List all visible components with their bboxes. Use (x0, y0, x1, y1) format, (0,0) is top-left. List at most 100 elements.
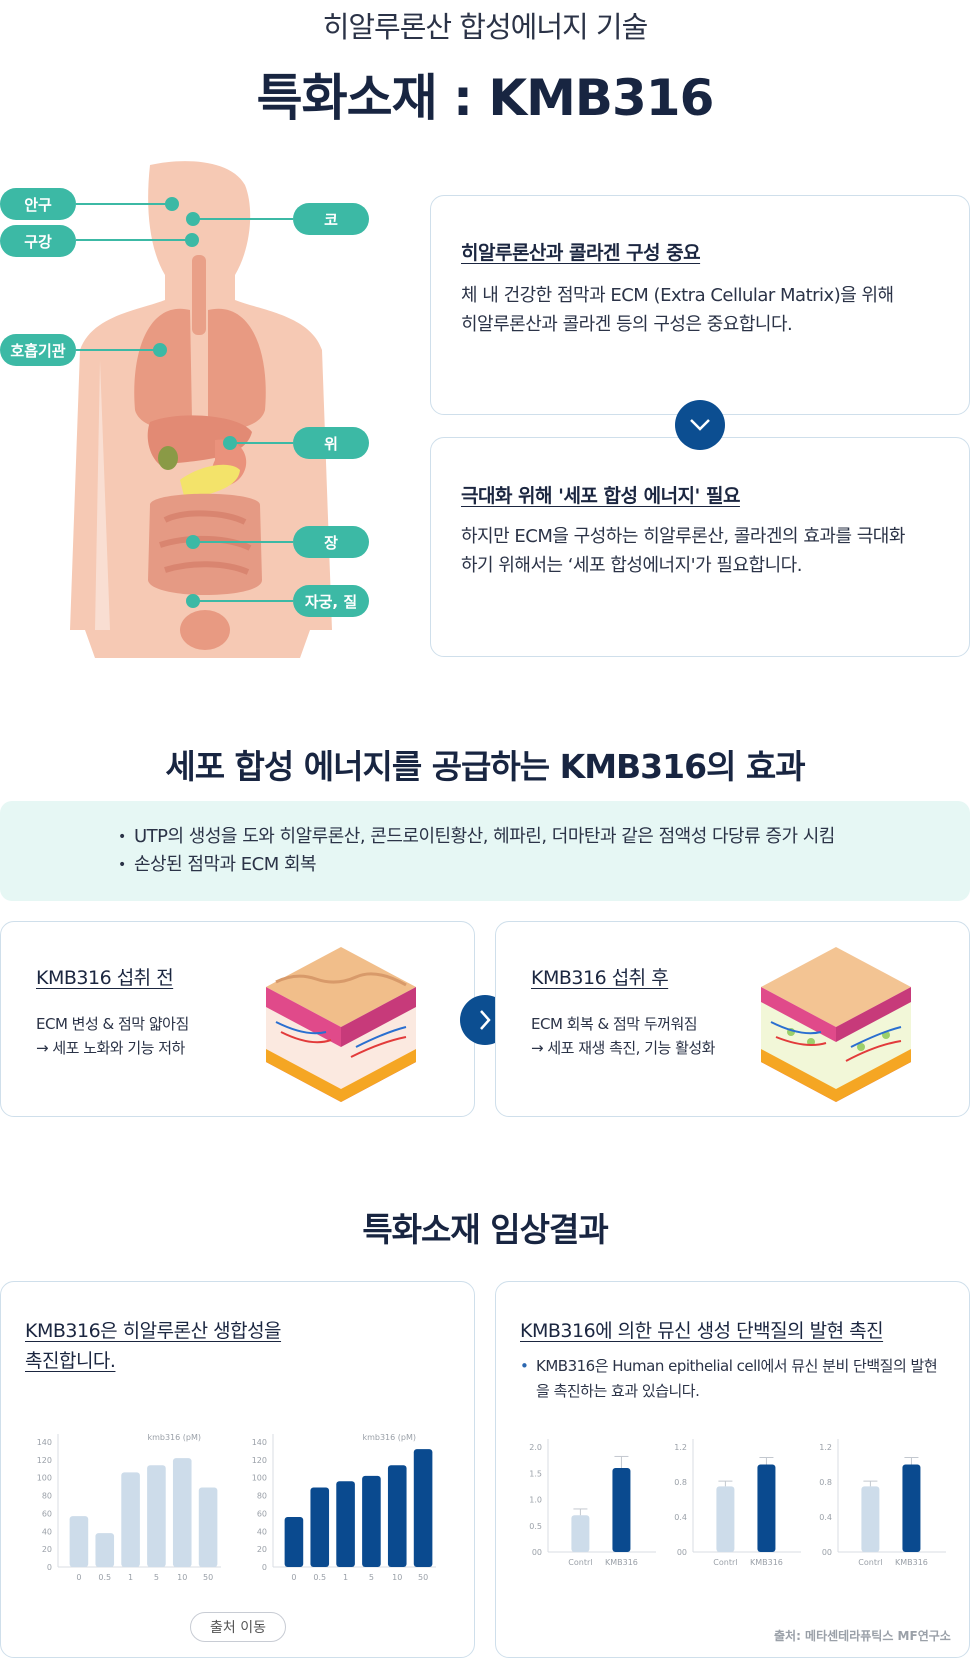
chart-x-tick-label: KMB316 (895, 1558, 928, 1567)
clinical-card-mucin: KMB316에 의한 뮤신 생성 단백질의 발현 촉진 • KMB316은 Hu… (495, 1281, 970, 1658)
chart-x-tick-label: 50 (203, 1573, 213, 1582)
chart-x-tick-label: KMB316 (605, 1558, 638, 1567)
clinical-right-bullet-line: 을 촉진하는 효과 있습니다. (536, 1382, 700, 1400)
chart-y-tick-label: 0 (47, 1563, 52, 1572)
after-line: → 세포 재생 촉진, 기능 활성화 (531, 1039, 715, 1057)
label-stomach: 위 (293, 427, 369, 459)
body-illustration: 안구 구강 호흡기관 코 위 장 자궁, 질 (0, 160, 400, 658)
chart-bar (413, 1449, 433, 1567)
chart-bar (612, 1468, 631, 1552)
clinical-left-title: KMB316은 히알루론산 생합성을 (25, 1320, 282, 1342)
chart-y-tick-label: 1.0 (529, 1496, 542, 1505)
chart-bar (69, 1516, 89, 1567)
chart-y-tick-label: 0.4 (819, 1513, 832, 1522)
info-card-title: 극대화 위해 '세포 합성 에너지' 필요 (461, 485, 740, 507)
chart-bar (284, 1517, 304, 1567)
chart-bar (571, 1515, 590, 1552)
chart-y-tick-label: 40 (42, 1527, 52, 1536)
effects-bullet: 손상된 점막과 ECM 회복 (118, 851, 835, 879)
chart-y-tick-label: 00 (677, 1548, 687, 1557)
after-line: ECM 회복 & 점막 두꺼워짐 (531, 1015, 698, 1033)
chart-x-tick-label: 5 (154, 1573, 159, 1582)
after-card: KMB316 섭취 후 ECM 회복 & 점막 두꺼워짐 → 세포 재생 촉진,… (495, 921, 970, 1117)
chart-bar (95, 1533, 115, 1567)
chart-y-tick-label: 80 (42, 1492, 52, 1501)
chart-y-tick-label: 1.5 (529, 1469, 542, 1478)
chart-y-tick-label: 0 (262, 1563, 267, 1572)
chart-y-tick-label: 20 (257, 1545, 267, 1554)
chart-y-tick-label: 100 (37, 1474, 52, 1483)
chart-x-tick-label: Contrl (568, 1558, 592, 1567)
chart-y-tick-label: 0.8 (674, 1478, 687, 1487)
chart-legend-label: kmb316 (pM) (147, 1433, 201, 1442)
effects-bullet: UTP의 생성을 도와 히알루론산, 콘드로이틴황산, 헤파린, 더마탄과 같은… (118, 823, 835, 851)
chart-bar (147, 1465, 166, 1567)
chart-bar (902, 1464, 921, 1552)
chart-y-tick-label: 2.0 (529, 1443, 542, 1452)
chart-y-tick-label: 140 (37, 1438, 52, 1447)
chart-bar (121, 1472, 140, 1567)
info-card-line: 체 내 건강한 점막과 ECM (Extra Cellular Matrix)을… (461, 285, 894, 306)
clinical-right-bullet: • KMB316은 Human epithelial cell에서 뮤신 분비 … (520, 1357, 938, 1400)
chart-y-tick-label: 100 (252, 1474, 267, 1483)
before-line: ECM 변성 & 점막 얇아짐 (36, 1015, 189, 1033)
chevron-down-icon (690, 419, 710, 431)
effects-title: 세포 합성 에너지를 공급하는 KMB316의 효과 (165, 747, 805, 786)
label-eye: 안구 (0, 188, 76, 220)
chart-bar (757, 1464, 776, 1552)
chart-y-tick-label: 120 (252, 1456, 267, 1465)
chart-y-tick-label: 120 (37, 1456, 52, 1465)
label-mouth: 구강 (0, 225, 76, 257)
chart-y-tick-label: 0.8 (819, 1478, 832, 1487)
chart-x-tick-label: 0 (76, 1573, 81, 1582)
chart-y-tick-label: 0.4 (674, 1513, 687, 1522)
chart-x-tick-label: Contrl (858, 1558, 882, 1567)
page-subtitle: 히알루론산 합성에너지 기술 (322, 10, 649, 44)
chevron-down-button (675, 400, 725, 450)
chart-bar (172, 1458, 192, 1567)
chart-bar (387, 1465, 407, 1567)
label-respiratory: 호흡기관 (0, 334, 76, 366)
chart-y-tick-label: 0.5 (529, 1522, 542, 1531)
chart-legend-label: kmb316 (pM) (362, 1433, 416, 1442)
chart-y-tick-label: 20 (42, 1545, 52, 1554)
page-title: 특화소재 : KMB316 (256, 69, 715, 127)
chart-x-tick-label: 0 (291, 1573, 296, 1582)
before-line: → 세포 노화와 기능 저하 (36, 1039, 185, 1057)
chart-x-tick-label: 0.5 (313, 1573, 326, 1582)
chart-x-tick-label: KMB316 (750, 1558, 783, 1567)
body-figure-svg (70, 161, 332, 658)
chart-y-tick-label: 60 (257, 1509, 267, 1518)
source-link-button[interactable]: 출처 이동 (190, 1612, 286, 1642)
label-nose: 코 (293, 203, 369, 235)
info-card-line: 하기 위해서는 ‘세포 합성에너지'가 필요합니다. (461, 555, 802, 576)
clinical-title: 특화소재 임상결과 (362, 1210, 608, 1249)
skin-before-illustration (266, 947, 416, 1102)
chart-y-tick-label: 1.2 (674, 1443, 687, 1452)
chart-y-tick-label: 60 (42, 1509, 52, 1518)
chart-y-tick-label: 140 (252, 1438, 267, 1447)
before-title: KMB316 섭취 전 (36, 967, 174, 989)
chart-x-tick-label: 0.5 (98, 1573, 111, 1582)
clinical-right-title: KMB316에 의한 뮤신 생성 단백질의 발현 촉진 (520, 1320, 884, 1342)
chart-x-tick-label: 10 (392, 1573, 402, 1582)
info-card-title: 히알루론산과 콜라겐 구성 중요 (461, 242, 701, 264)
chart-x-tick-label: Contrl (713, 1558, 737, 1567)
clinical-right-bullet-line: KMB316은 Human epithelial cell에서 뮤신 분비 단백… (536, 1357, 938, 1375)
after-title: KMB316 섭취 후 (531, 967, 669, 989)
chart-x-tick-label: 10 (177, 1573, 187, 1582)
clinical-left-title: 촉진합니다. (25, 1350, 116, 1372)
skin-after-illustration (761, 947, 911, 1102)
chart-x-tick-label: 1 (343, 1573, 348, 1582)
info-card-line: 하지만 ECM을 구성하는 히알루론산, 콜라겐의 효과를 극대화 (461, 526, 905, 547)
effects-summary-box: UTP의 생성을 도와 히알루론산, 콘드로이틴황산, 헤파린, 더마탄과 같은… (0, 801, 970, 901)
chevron-right-icon (480, 1010, 491, 1030)
chart-bar (336, 1481, 355, 1567)
